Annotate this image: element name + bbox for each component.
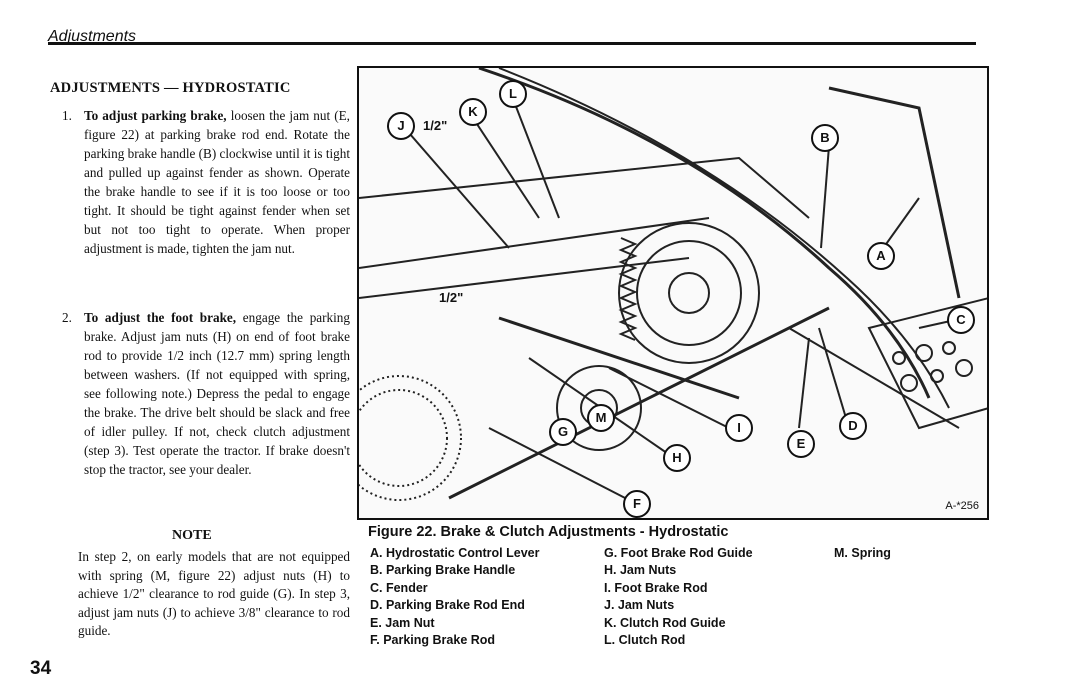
step-number: 1.	[62, 108, 72, 123]
legend-column-3: M. Spring	[834, 545, 891, 562]
legend-item: F. Parking Brake Rod	[370, 633, 496, 648]
callout-h: H	[663, 444, 691, 472]
dimension-label: 1/2"	[439, 290, 464, 305]
callout-b: B	[811, 124, 839, 152]
callout-l: L	[499, 80, 527, 108]
figure-caption: Figure 22. Brake & Clutch Adjustments - …	[368, 524, 729, 540]
legend-item: J. Jam Nuts	[604, 598, 675, 613]
figure-22: J 1/2" K L B A C 1/2" D I E M G H F A-*2…	[357, 66, 989, 520]
legend-item: H. Jam Nuts	[604, 563, 677, 578]
legend-item: D. Parking Brake Rod End	[370, 598, 525, 613]
callout-a: A	[867, 242, 895, 270]
page-title: ADJUSTMENTS — HYDROSTATIC	[50, 80, 291, 96]
callout-g: G	[549, 418, 577, 446]
legend-item: B. Parking Brake Handle	[370, 563, 516, 578]
callout-j: J	[387, 112, 415, 140]
tractor-mechanism-illustration	[359, 68, 987, 501]
callout-m: M	[587, 404, 615, 432]
step-lead: To adjust parking brake,	[84, 108, 227, 123]
legend-column-2: G. Foot Brake Rod Guide H. Jam Nuts I. F…	[604, 545, 753, 649]
legend-item: C. Fender	[370, 580, 428, 595]
step-text: engage the parking brake. Adjust jam nut…	[84, 310, 350, 477]
step-2: 2. To adjust the foot brake, engage the …	[62, 308, 350, 479]
legend-item: E. Jam Nut	[370, 615, 435, 630]
figure-id: A-*256	[945, 500, 979, 512]
page-number: 34	[30, 658, 52, 679]
header-rule	[48, 42, 976, 45]
legend-item: K. Clutch Rod Guide	[604, 615, 726, 630]
note-text: In step 2, on early models that are not …	[78, 549, 350, 639]
callout-f: F	[623, 490, 651, 518]
legend-item: G. Foot Brake Rod Guide	[604, 546, 753, 560]
note-heading: NOTE	[172, 528, 212, 543]
callout-e: E	[787, 430, 815, 458]
step-1: 1. To adjust parking brake, loosen the j…	[62, 106, 350, 258]
legend-item: A. Hydrostatic Control Lever	[370, 546, 540, 560]
legend-item: L. Clutch Rod	[604, 633, 686, 648]
step-number: 2.	[62, 310, 72, 325]
dimension-label: 1/2"	[423, 118, 448, 133]
legend-item: M. Spring	[834, 546, 891, 560]
callout-k: K	[459, 98, 487, 126]
section-header: Adjustments	[48, 28, 137, 45]
callout-d: D	[839, 412, 867, 440]
step-text: loosen the jam nut (E, figure 22) at par…	[84, 108, 350, 256]
step-lead: To adjust the foot brake,	[84, 310, 237, 325]
legend-item: I. Foot Brake Rod	[604, 580, 708, 595]
callout-i: I	[725, 414, 753, 442]
callout-c: C	[947, 306, 975, 334]
legend-column-1: A. Hydrostatic Control Lever B. Parking …	[370, 545, 539, 649]
